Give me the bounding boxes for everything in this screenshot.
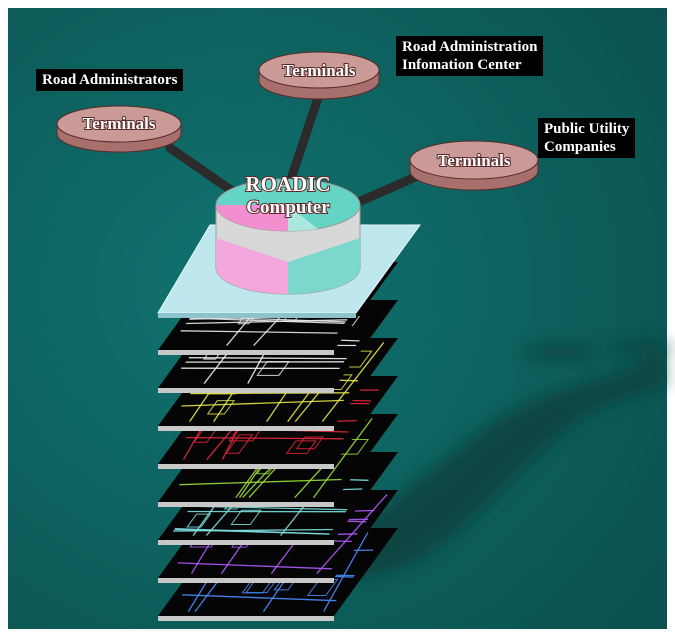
- terminal-label: Terminals: [437, 151, 510, 170]
- roadic-title: ROADIC: [245, 172, 330, 196]
- terminal-label: Terminals: [82, 114, 155, 133]
- roadic-computer: ROADIC Computer: [216, 172, 360, 294]
- terminal-disk-right: Terminals: [410, 141, 538, 190]
- terminal-label: Terminals: [282, 61, 355, 80]
- roadic-subtitle: Computer: [246, 197, 330, 218]
- terminal-disk-left: Terminals: [57, 106, 181, 152]
- platform-edge: [158, 313, 356, 318]
- terminal-disk-top: Terminals: [259, 52, 379, 99]
- label-public-utility-companies: Public Utility Companies: [538, 118, 635, 158]
- label-road-administrators: Road Administrators: [36, 69, 183, 91]
- label-road-administration-infomation-center: Road Administration Infomation Center: [396, 36, 543, 76]
